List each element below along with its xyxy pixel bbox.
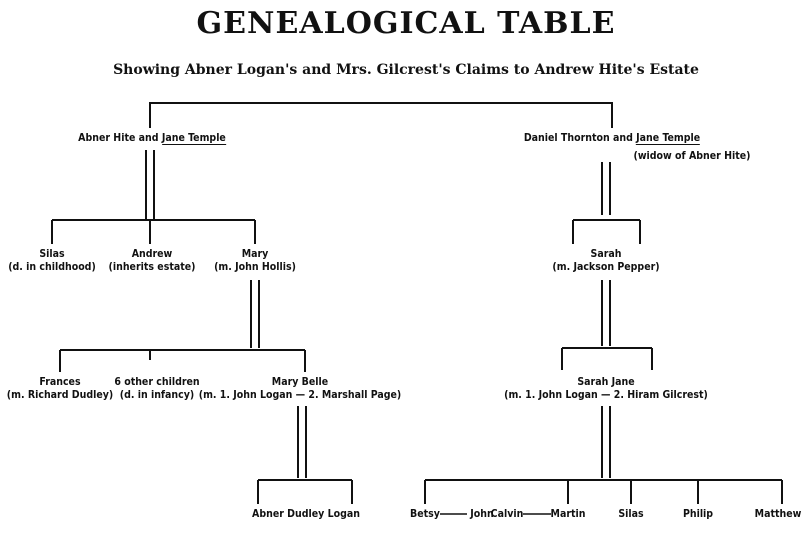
- person-name: Andrew: [131, 248, 173, 260]
- person-calvin: Calvin: [490, 508, 524, 520]
- person-note: (d. in childhood): [8, 261, 96, 273]
- person-abner-dudley-logan: Abner Dudley Logan: [252, 508, 360, 521]
- person-name: Sarah: [590, 248, 622, 260]
- person-sarah-jane: Sarah Jane (m. 1. John Logan — 2. Hiram …: [504, 376, 708, 402]
- page-subtitle: Showing Abner Logan's and Mrs. Gilcrest'…: [113, 62, 699, 78]
- person-sarah: Sarah (m. Jackson Pepper): [552, 248, 659, 274]
- person-note: (m. 1. John Logan — 2. Hiram Gilcrest): [504, 389, 708, 401]
- person-note: (m. Richard Dudley): [6, 389, 114, 401]
- parent-name: Jane Temple: [161, 132, 226, 145]
- person-name: Mary: [241, 248, 269, 260]
- parent-name: Jane Temple: [636, 132, 701, 145]
- person-name: Mary Belle: [271, 376, 329, 388]
- parents-daniel-thornton-jane-temple: Daniel Thornton and Jane Temple: [523, 132, 701, 145]
- person-betsy: Betsy: [410, 508, 440, 520]
- person-philip: Philip: [682, 508, 714, 520]
- person-note: (m. 1. John Logan — 2. Marshall Page): [198, 389, 402, 401]
- parent-name: Abner Hite and: [78, 132, 159, 144]
- person-mary: Mary (m. John Hollis): [214, 248, 296, 274]
- person-note: (m. Jackson Pepper): [552, 261, 660, 273]
- person-name: 6 other children: [114, 376, 200, 388]
- person-name: Silas: [39, 248, 65, 260]
- person-note: (m. John Hollis): [214, 261, 296, 273]
- person-andrew: Andrew (inherits estate): [109, 248, 196, 274]
- person-six-other-children: 6 other children (d. in infancy): [114, 376, 199, 402]
- parent-note: (widow of Abner Hite): [633, 150, 751, 162]
- person-note: (inherits estate): [108, 261, 196, 273]
- parent-name: Daniel Thornton and: [523, 132, 633, 144]
- person-john: John: [470, 508, 494, 520]
- person-silas: Silas (d. in childhood): [8, 248, 96, 274]
- person-mary-belle: Mary Belle (m. 1. John Logan — 2. Marsha…: [199, 376, 401, 402]
- person-note: (d. in infancy): [119, 389, 195, 401]
- page-title: GENEALOGICAL TABLE: [196, 6, 616, 41]
- person-matthew: Matthew: [754, 508, 802, 520]
- person-name: Abner Dudley Logan: [252, 508, 360, 520]
- person-martin: Martin: [550, 508, 586, 520]
- person-frances: Frances (m. Richard Dudley): [7, 376, 113, 402]
- person-silas-2: Silas: [618, 508, 644, 520]
- person-name: Frances: [39, 376, 81, 388]
- parents-abner-hite-jane-temple: Abner Hite and Jane Temple: [78, 132, 226, 145]
- person-name: Sarah Jane: [577, 376, 635, 388]
